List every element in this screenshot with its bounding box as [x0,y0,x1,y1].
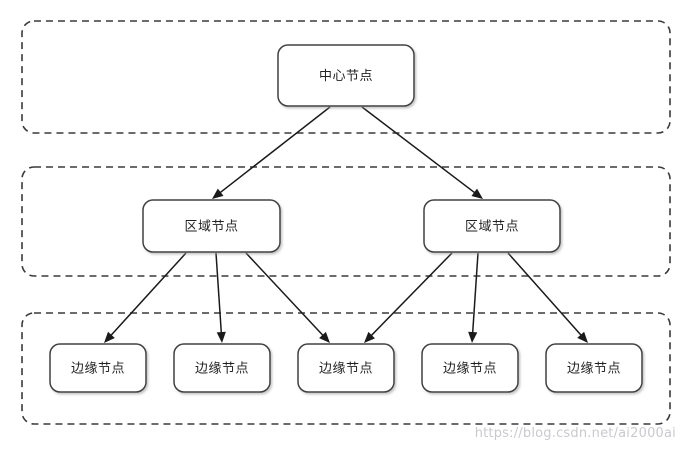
connector-e-r1-e3 [245,252,330,343]
node-label: 中心节点 [319,69,373,84]
arrow-head-icon [216,331,226,343]
arrow-head-icon [468,331,478,343]
connector-e-r1-e1 [104,252,187,343]
arrow-head-icon [577,331,588,343]
node-box[interactable] [277,44,415,107]
edge-line [109,252,187,337]
tier-container-tier-region [21,166,671,277]
node-label: 区域节点 [184,220,238,235]
node-label: 边缘节点 [443,362,497,377]
node-box[interactable] [49,343,147,393]
watermark-text: https://blog.csdn.net/ai2000ai [475,426,676,441]
node-region-2[interactable]: 区域节点 [423,199,561,253]
edge-line [471,252,479,335]
edge-line [369,252,453,338]
connector-e-r2-e4 [468,252,479,343]
connector-e-r1-e2 [215,252,226,343]
node-core-1[interactable]: 中心节点 [277,44,415,107]
node-label: 边缘节点 [71,362,125,377]
node-label: 区域节点 [465,220,519,235]
tier-container-tier-edge [21,312,671,425]
edge-line [361,106,477,195]
node-label: 边缘节点 [567,362,621,377]
connector-edges-layer [104,106,588,343]
node-edge-4[interactable]: 边缘节点 [421,343,519,393]
node-box[interactable] [423,199,561,253]
node-edge-3[interactable]: 边缘节点 [297,343,395,393]
edge-line [507,252,583,337]
edge-line [218,106,331,195]
arrow-head-icon [364,331,375,343]
arrow-head-icon [319,331,330,343]
node-label: 边缘节点 [195,362,249,377]
node-box[interactable] [173,343,271,393]
connector-e-core-r2 [361,106,483,199]
edge-line [215,252,223,335]
node-edge-2[interactable]: 边缘节点 [173,343,271,393]
node-box[interactable] [545,343,643,393]
node-box[interactable] [297,343,395,393]
arrow-head-icon [104,331,115,343]
node-region-1[interactable]: 区域节点 [142,199,281,253]
node-edge-1[interactable]: 边缘节点 [49,343,147,393]
tier-containers-layer [21,20,671,425]
tier-container-tier-core [21,20,671,134]
arrow-head-icon [212,188,224,199]
edge-line [245,252,325,337]
node-box[interactable] [421,343,519,393]
connector-e-core-r1 [212,106,331,199]
node-label: 边缘节点 [319,362,373,377]
node-edge-5[interactable]: 边缘节点 [545,343,643,393]
node-box[interactable] [142,199,281,253]
arrow-head-icon [471,188,483,199]
connector-e-r2-e3 [364,252,453,343]
connector-e-r2-e5 [507,252,588,343]
